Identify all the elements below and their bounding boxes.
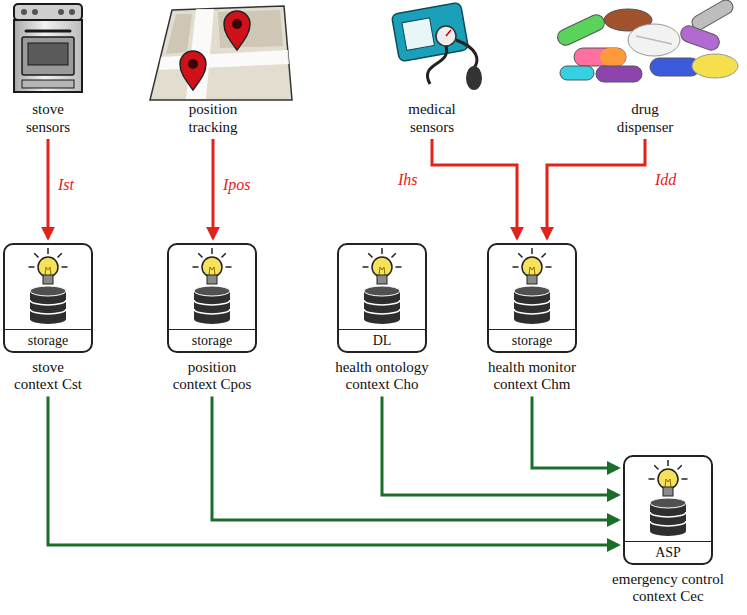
connector bbox=[432, 139, 517, 238]
context-box: ASP bbox=[623, 455, 713, 565]
context-caption: health monitor context Chm bbox=[475, 359, 590, 394]
pills-icon bbox=[555, 0, 738, 82]
context-icon bbox=[29, 248, 68, 324]
reasoner-label: DL bbox=[339, 329, 425, 351]
source-label: stove sensors bbox=[17, 100, 79, 136]
reasoner-label: ASP bbox=[625, 541, 711, 563]
context-box: storage bbox=[487, 243, 577, 353]
source-label: medical sensors bbox=[396, 100, 468, 136]
source-node: stove sensors bbox=[17, 100, 79, 136]
context-caption: stove context Cst bbox=[11, 359, 86, 394]
map-icon bbox=[150, 6, 292, 100]
source-label: position tracking bbox=[177, 100, 249, 136]
context-icon bbox=[193, 248, 232, 324]
context-caption: position context Cpos bbox=[170, 359, 255, 394]
context-box: storage bbox=[167, 243, 257, 353]
connector bbox=[47, 139, 50, 238]
connector bbox=[212, 397, 618, 521]
reasoner-label: storage bbox=[489, 329, 575, 351]
caption-block: stove context Cst bbox=[11, 359, 86, 394]
context-node: ASPemergency control context Cec bbox=[623, 455, 713, 606]
context-icon bbox=[513, 248, 552, 324]
caption-block: position context Cpos bbox=[170, 359, 255, 394]
connector bbox=[532, 397, 618, 469]
connector bbox=[212, 139, 215, 238]
caption-block: health monitor context Chm bbox=[475, 359, 590, 394]
caption-block: health ontology context Cho bbox=[325, 359, 440, 394]
reasoner-label: storage bbox=[169, 329, 255, 351]
context-icon bbox=[363, 248, 402, 324]
stove-icon bbox=[14, 4, 82, 92]
source-node: medical sensors bbox=[396, 100, 468, 136]
source-node: drug dispenser bbox=[609, 100, 681, 136]
context-box: storage bbox=[3, 243, 93, 353]
signal-label: Ihs bbox=[396, 171, 420, 189]
context-box: DL bbox=[337, 243, 427, 353]
reasoner-label: storage bbox=[5, 329, 91, 351]
context-node: storagehealth monitor context Chm bbox=[487, 243, 577, 394]
signal-label: Ist bbox=[56, 176, 76, 194]
source-node: position tracking bbox=[177, 100, 249, 136]
connector bbox=[48, 397, 618, 546]
context-caption: health ontology context Cho bbox=[325, 359, 440, 394]
context-caption: emergency control context Cec bbox=[598, 571, 738, 606]
connector bbox=[382, 397, 618, 496]
context-node: DLhealth ontology context Cho bbox=[337, 243, 427, 394]
caption-block: emergency control context Cec bbox=[598, 571, 738, 606]
context-icon bbox=[649, 460, 688, 536]
signal-label: Idd bbox=[653, 171, 678, 189]
blood-pressure-icon bbox=[391, 2, 482, 90]
context-node: storage position context Cpos bbox=[167, 243, 257, 394]
source-label: drug dispenser bbox=[609, 100, 681, 136]
context-node: storage stove context Cst bbox=[3, 243, 93, 394]
connector bbox=[547, 139, 645, 238]
signal-label: Ipos bbox=[221, 176, 253, 194]
